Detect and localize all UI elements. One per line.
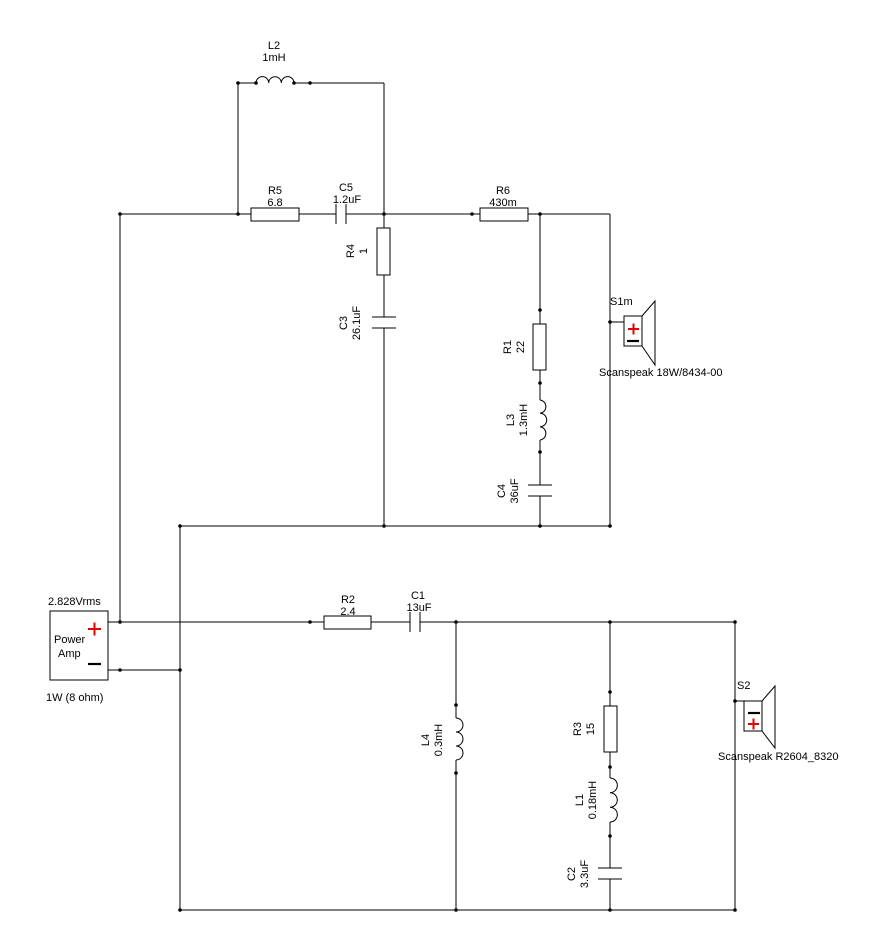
s1m-model: Scanspeak 18W/8434-00 xyxy=(599,367,723,379)
junction-dots xyxy=(118,81,737,912)
amp-label-line1: Power xyxy=(54,634,86,646)
r4-ref: R4 xyxy=(345,244,357,258)
capacitor-c5: C5 1.2uF xyxy=(333,182,361,224)
c2-value: 3.3uF xyxy=(579,860,591,888)
s1m-ref: S1m xyxy=(610,296,633,308)
l1-value: 0.18mH xyxy=(587,781,599,820)
resistor-r5: R5 6.8 xyxy=(250,185,300,222)
r6-value: 430m xyxy=(489,197,517,209)
capacitor-c4: C4 36uF xyxy=(496,478,552,504)
c1-value: 13uF xyxy=(406,602,431,614)
l4-value: 0.3mH xyxy=(433,724,445,756)
r1-ref: R1 xyxy=(502,340,514,354)
s2-model: Scanspeak R2604_8320 xyxy=(718,751,838,763)
c3-ref: C3 xyxy=(338,316,350,330)
l4-ref: L4 xyxy=(420,734,432,746)
r4-value: 1 xyxy=(358,248,370,254)
l3-value: 1.3mH xyxy=(518,404,530,436)
r3-ref: R3 xyxy=(572,722,584,736)
c4-value: 36uF xyxy=(509,478,521,503)
c5-ref: C5 xyxy=(339,182,353,194)
s2-ref: S2 xyxy=(737,680,750,692)
inductor-l1: L1 0.18mH xyxy=(574,777,618,823)
r5-ref: R5 xyxy=(268,185,282,197)
inductor-l4: L4 0.3mH xyxy=(420,717,464,761)
capacitor-c1: C1 13uF xyxy=(406,590,432,632)
c5-value: 1.2uF xyxy=(333,194,361,206)
resistor-r1: R1 22 xyxy=(502,323,547,371)
amp-voltage: 2.828Vrms xyxy=(48,596,101,608)
c3-value: 26.1uF xyxy=(351,306,363,341)
l2-value: 1mH xyxy=(262,52,285,64)
c4-ref: C4 xyxy=(496,484,508,498)
resistor-r2: R2 2.4 xyxy=(323,594,372,630)
inductor-l2: L2 1mH xyxy=(255,40,295,84)
l3-ref: L3 xyxy=(505,414,517,426)
r3-value: 15 xyxy=(585,723,597,735)
speaker-s2: S2 Scanspeak R2604_8320 xyxy=(718,680,838,763)
l2-ref: L2 xyxy=(268,40,280,52)
resistor-r4: R4 1 xyxy=(345,227,391,276)
r2-value: 2.4 xyxy=(340,606,355,618)
resistor-r6: R6 430m xyxy=(479,185,529,222)
r2-ref: R2 xyxy=(341,594,355,606)
c1-ref: C1 xyxy=(411,590,425,602)
c2-ref: C2 xyxy=(566,867,578,881)
l1-ref: L1 xyxy=(574,794,586,806)
inductor-l3: L3 1.3mH xyxy=(505,399,548,441)
r5-value: 6.8 xyxy=(267,197,282,209)
amp-label-line2: Amp xyxy=(58,648,81,660)
r6-ref: R6 xyxy=(496,185,510,197)
capacitor-c3: C3 26.1uF xyxy=(338,306,396,341)
power-amp: Power Amp 2.828Vrms 1W (8 ohm) xyxy=(46,596,109,704)
r1-value: 22 xyxy=(515,341,527,353)
resistor-r3: R3 15 xyxy=(572,705,618,753)
wires xyxy=(108,82,744,911)
capacitor-c2: C2 3.3uF xyxy=(566,860,622,888)
speaker-s1m: S1m Scanspeak 18W/8434-00 xyxy=(599,296,723,379)
amp-power: 1W (8 ohm) xyxy=(46,692,103,704)
